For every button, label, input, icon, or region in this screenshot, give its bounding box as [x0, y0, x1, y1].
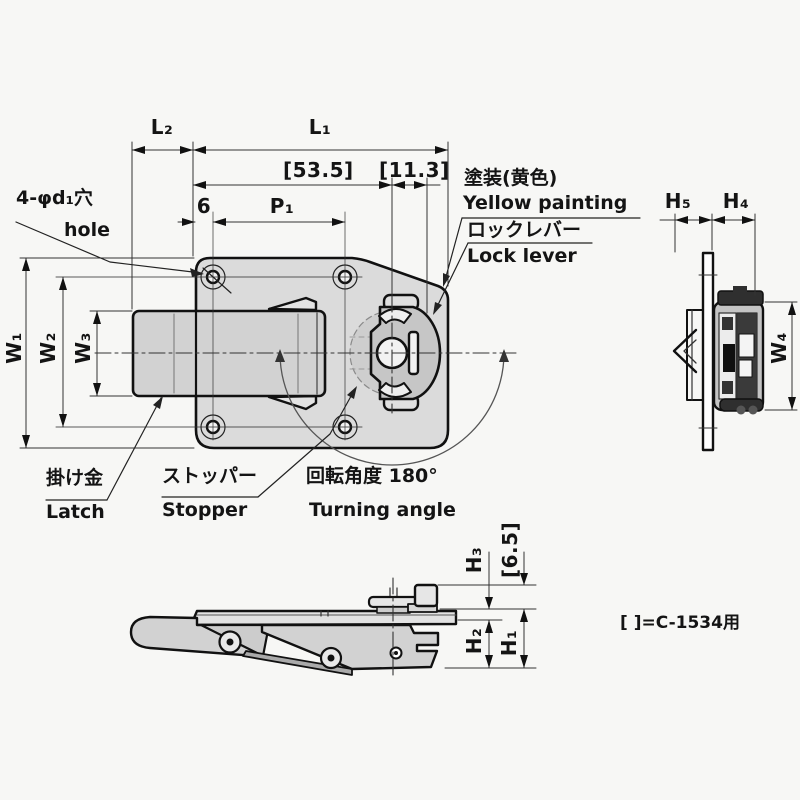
- callout-arrowheads: [153, 268, 450, 409]
- callout-leaders: [15, 217, 641, 501]
- front-view-arrowheads: [485, 573, 528, 668]
- dim-label-w4: W₄: [767, 332, 791, 364]
- side-mechanism: [712, 286, 765, 415]
- front-spring-leaf: [242, 650, 353, 676]
- dim-label-w2: W₂: [36, 332, 60, 364]
- lever-cutout-bottom: [378, 382, 412, 398]
- side-latch-hook: [672, 328, 698, 374]
- callout-stopper-en: Stopper: [162, 499, 248, 521]
- dim-label-p1: P₁: [269, 194, 295, 218]
- callout-lock-lever-jp: ロックレバー: [467, 219, 582, 241]
- dim-label-l1: L₁: [308, 115, 332, 139]
- bracket-note: [ ]=C-1534用: [620, 613, 740, 633]
- top-view-dim-lines: [19, 141, 449, 449]
- callout-turning-angle-en: Turning angle: [309, 499, 456, 521]
- side-view-arrowheads: [675, 216, 796, 410]
- dim-label-l2: L₂: [150, 115, 174, 139]
- dim-label-h2: H₂: [462, 627, 486, 655]
- front-lock-lever: [367, 583, 439, 614]
- right-side-view: [659, 213, 798, 452]
- callout-yellow-painting-jp: 塗装(黄色): [464, 167, 558, 189]
- side-plate: [701, 251, 715, 452]
- dim-label-h4: H₄: [722, 189, 750, 213]
- dim-label-w1: W₁: [2, 332, 26, 364]
- callout-hole-en: hole: [64, 219, 110, 241]
- callout-lock-lever-en: Lock lever: [467, 245, 577, 267]
- front-plate-edge: [189, 609, 458, 627]
- dim-label-h3: H₃: [462, 546, 486, 574]
- front-view-dim-lines: [437, 551, 537, 669]
- callout-yellow-painting-en: Yellow painting: [463, 192, 628, 214]
- lever-cutout-top: [378, 308, 412, 324]
- callout-turning-angle-jp: 回転角度 180°: [306, 465, 438, 487]
- dim-label-11-3: [11.3]: [379, 158, 450, 182]
- dim-label-h1: H₁: [497, 629, 521, 657]
- callout-stopper-jp: ストッパー: [162, 465, 258, 487]
- dim-label-h5: H₅: [664, 189, 692, 213]
- side-latch-strip: [686, 309, 704, 401]
- top-view-arrowheads: [22, 146, 448, 448]
- dim-label-53-5: [53.5]: [283, 158, 354, 182]
- callout-hole-jp: 4-φd₁穴: [16, 187, 93, 209]
- top-view: [15, 141, 641, 501]
- dim-label-w3: W₃: [71, 332, 95, 364]
- callout-latch-jp: 掛け金: [46, 467, 104, 489]
- dim-label-6: 6: [196, 194, 212, 218]
- callout-latch-en: Latch: [46, 501, 105, 523]
- stopper-flap-top: [267, 296, 318, 312]
- turning-arc: [279, 352, 505, 466]
- front-view: [129, 551, 537, 679]
- dim-label-6-5: [6.5]: [498, 521, 522, 578]
